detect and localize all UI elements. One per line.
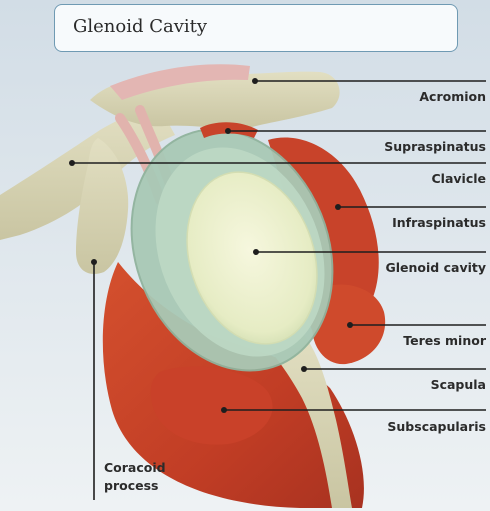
dot-coracoid (91, 259, 97, 265)
scapula-bone (270, 330, 352, 508)
subscapularis-blob (150, 366, 273, 445)
label-glenoid-cavity: Glenoid cavity (385, 260, 487, 275)
supraspinatus-tendon (110, 64, 250, 100)
label-coracoid-process: Coracoid process (104, 459, 166, 495)
label-infraspinatus: Infraspinatus (392, 215, 486, 230)
diagram-title: Glenoid Cavity (73, 16, 208, 37)
label-coracoid-line1: Coracoid (104, 460, 166, 475)
label-scapula: Scapula (430, 377, 486, 392)
label-supraspinatus: Supraspinatus (384, 139, 486, 154)
label-subscapularis: Subscapularis (387, 419, 486, 434)
dot-glenoid-cavity (253, 249, 259, 255)
dot-acromion (252, 78, 258, 84)
title-box: Glenoid Cavity (54, 4, 458, 52)
leader-lines (72, 80, 486, 500)
label-clavicle: Clavicle (431, 171, 487, 186)
dot-subscapularis (221, 407, 227, 413)
label-acromion: Acromion (419, 89, 486, 104)
dot-clavicle (69, 160, 75, 166)
dot-infraspinatus (335, 204, 341, 210)
leader-dots (69, 78, 353, 413)
label-coracoid-line2: process (104, 478, 159, 493)
dot-supraspinatus (225, 128, 231, 134)
label-teres-minor: Teres minor (403, 333, 486, 348)
coracoid-bone (76, 138, 129, 274)
glenoid-cavity-surface (186, 171, 318, 345)
dot-scapula (301, 366, 307, 372)
dot-teres-minor (347, 322, 353, 328)
